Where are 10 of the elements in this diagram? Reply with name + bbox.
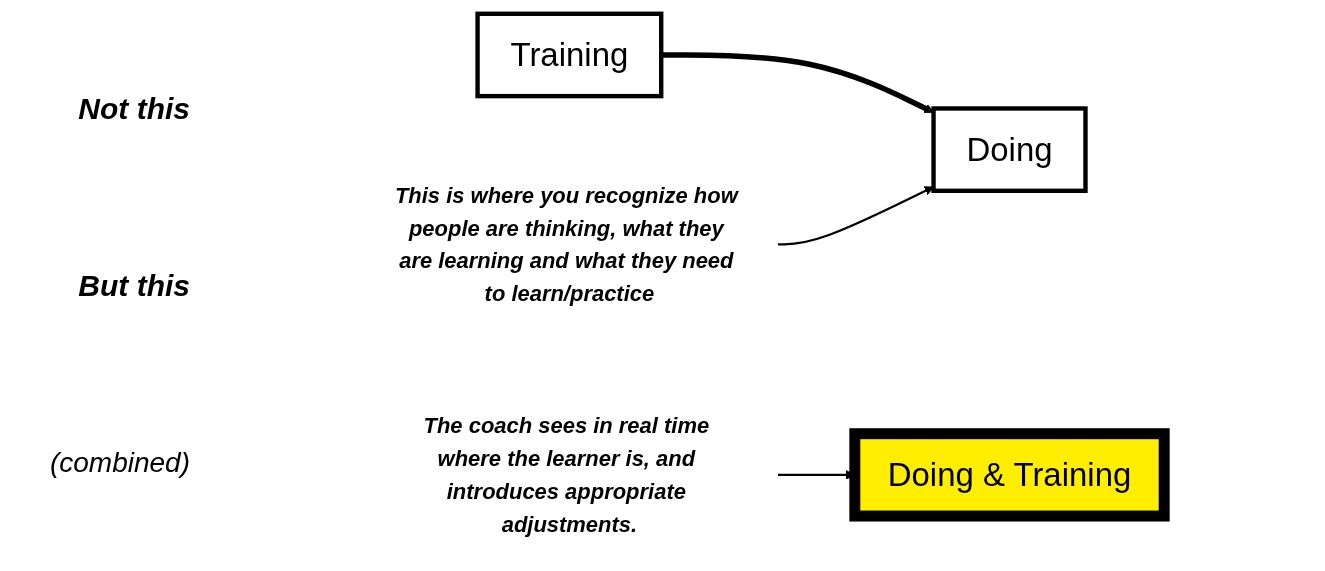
node-box: Training (475, 11, 664, 99)
node-text: The coach sees in real time where the learner is, and introduces appropriate adjustments. (423, 413, 710, 537)
side-label: But this (77, 269, 190, 304)
arrow (661, 52, 934, 113)
node-text: This is where you recognize how people are thinking, what they are learning and what they need to learn/practice (394, 182, 738, 306)
node-box: Doing (931, 106, 1088, 193)
side-label: Not this (77, 91, 190, 126)
side-note: (combined) (48, 447, 190, 480)
node-box: Doing & Training (849, 428, 1170, 522)
arrow (778, 186, 934, 246)
